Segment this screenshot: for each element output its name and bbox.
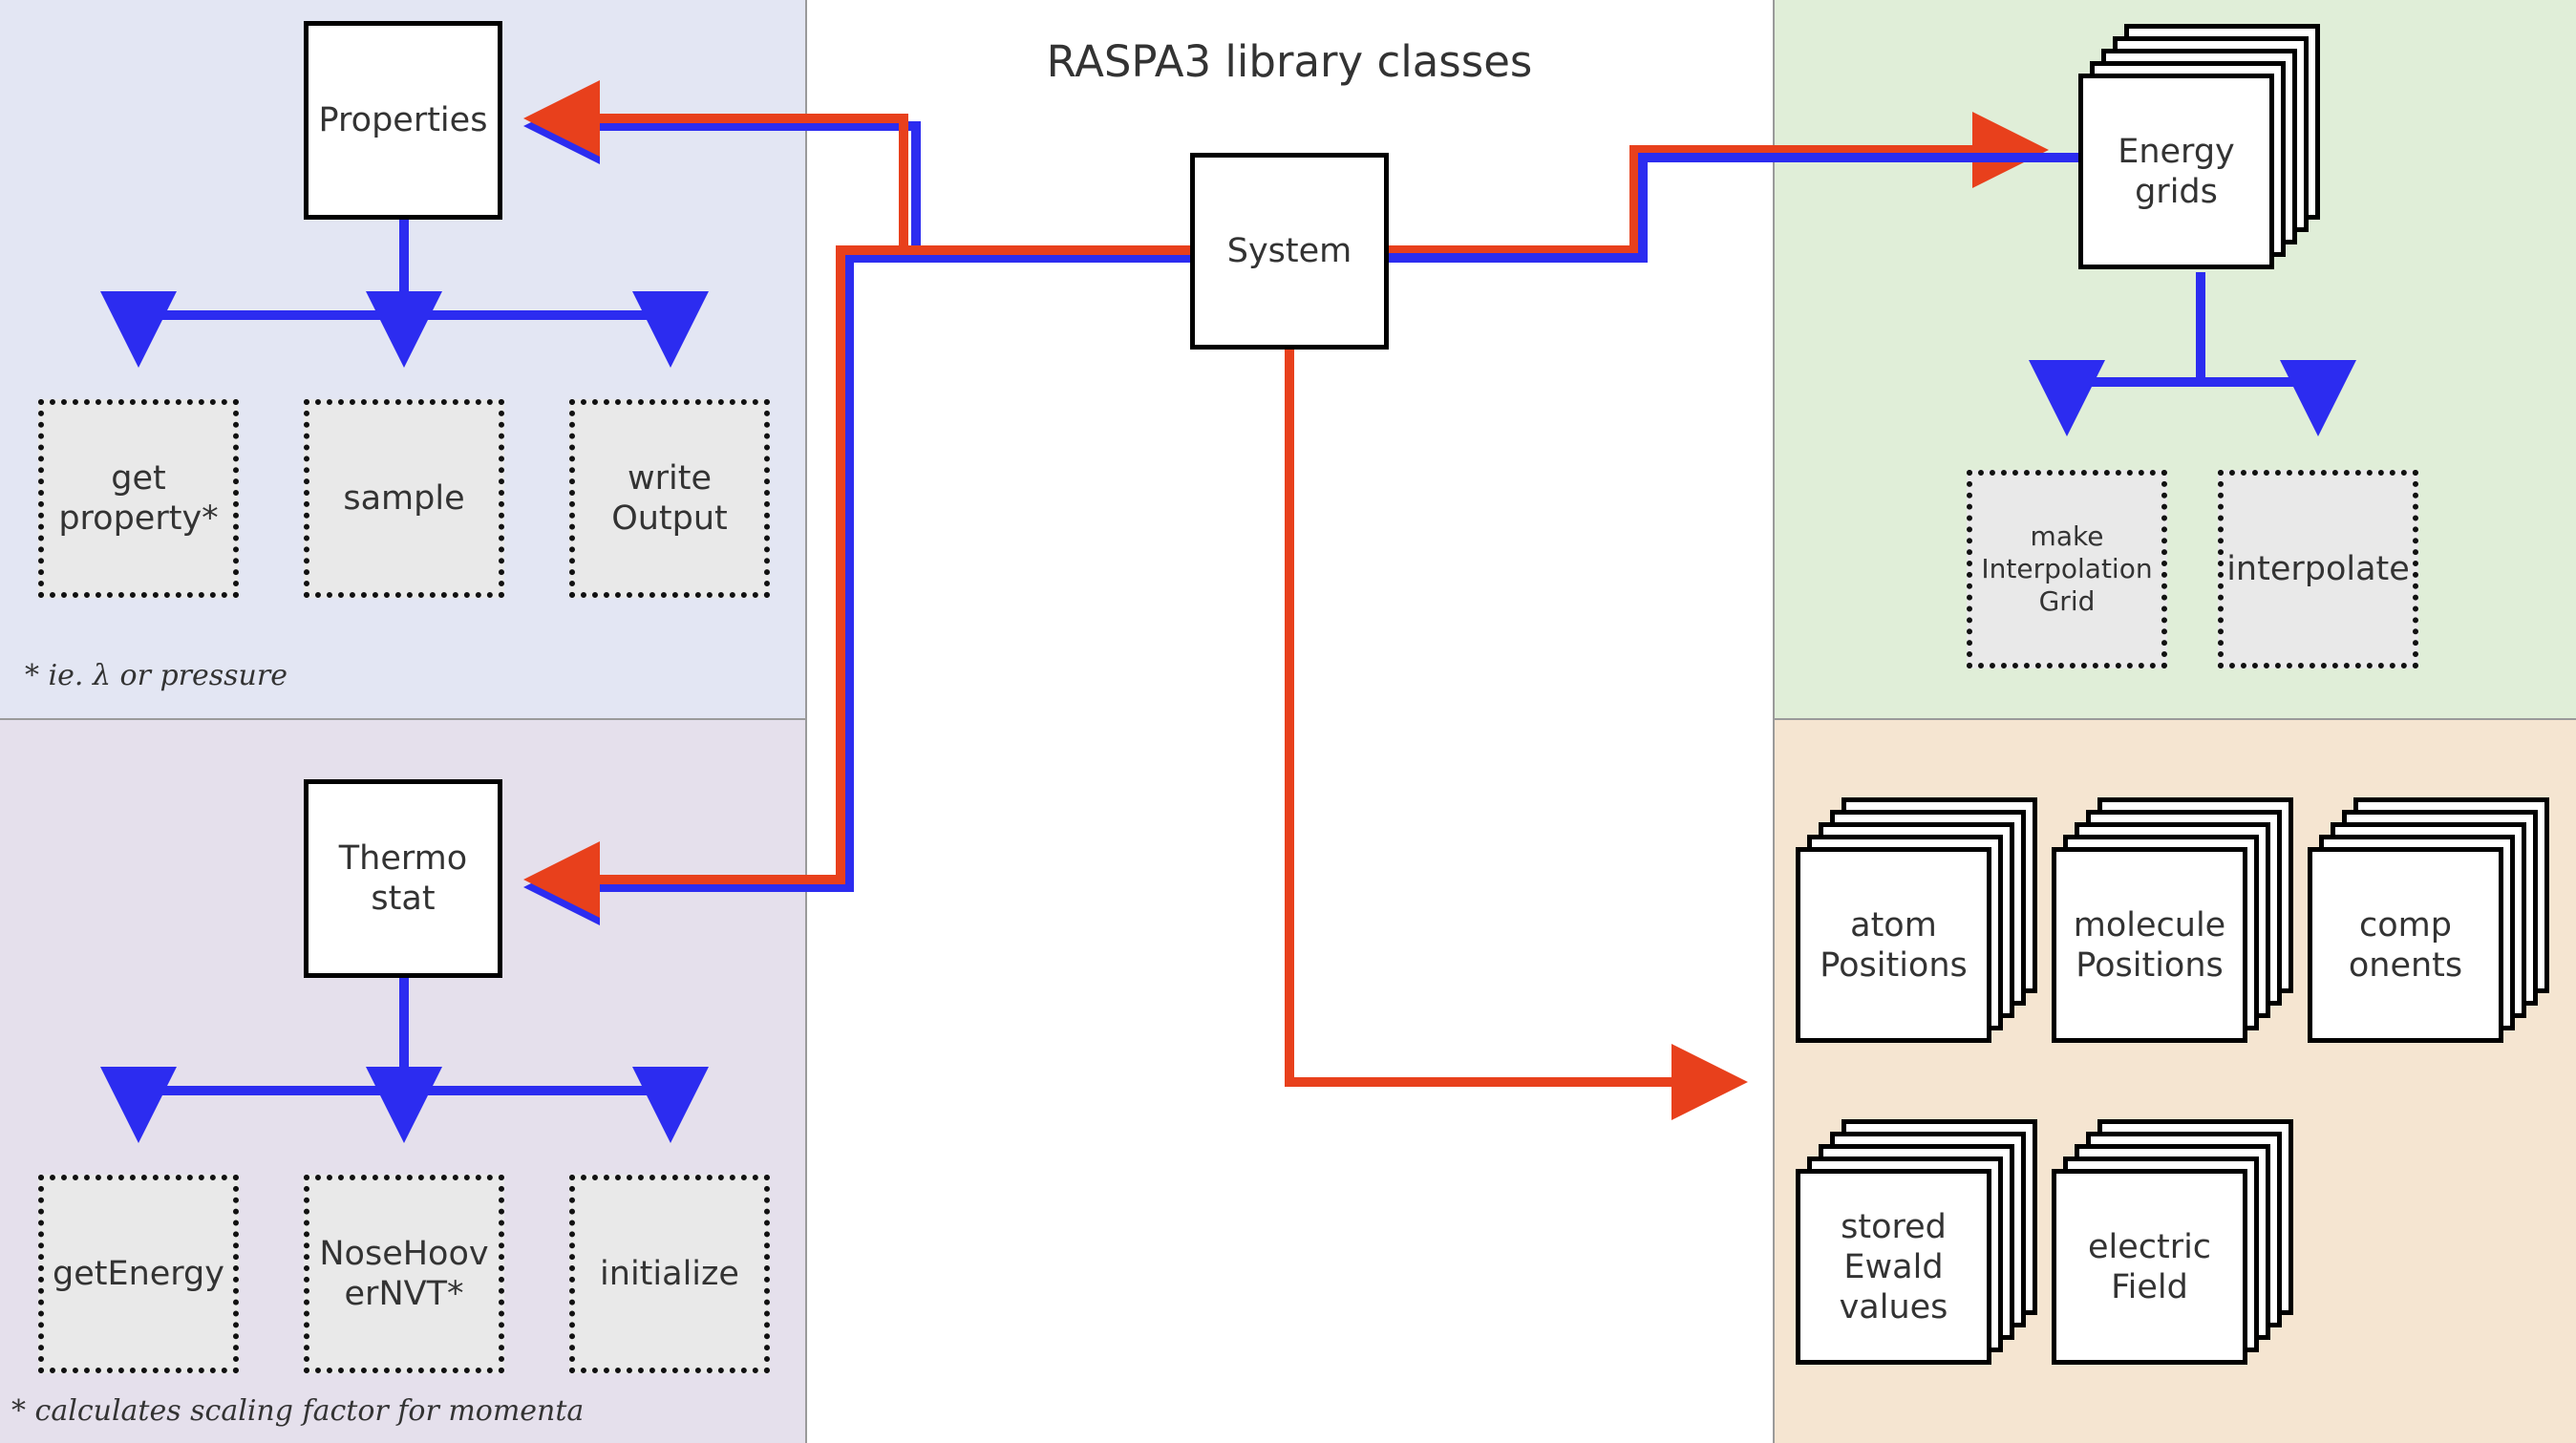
thermostat-label: Thermo stat: [338, 839, 468, 918]
system-to-properties-connector-red: [523, 80, 1194, 258]
initialize-method-label: initialize: [600, 1255, 739, 1293]
make-interpolation-grid-method-box: make Interpolation Grid: [1967, 470, 2167, 668]
system-to-properties-connector-blue: [523, 88, 1194, 258]
energy-grids-box: Energy grids: [2078, 74, 2274, 269]
atom-positions-stack: atom Positions: [1796, 797, 2044, 1046]
get-property-method-label: get property*: [58, 459, 219, 538]
electric-field-stack: electric Field: [2052, 1119, 2300, 1368]
sample-method-label: sample: [343, 479, 465, 518]
system-to-data-connector: [1285, 350, 1748, 1120]
electric-field-box: electric Field: [2052, 1169, 2247, 1365]
write-output-method-box: write Output: [569, 399, 770, 598]
energy-grids-stack: Energy grids: [2078, 24, 2327, 272]
properties-label: Properties: [318, 101, 488, 139]
energy-grids-label: Energy grids: [2118, 132, 2235, 211]
energy-grids-tree-connector: [2067, 272, 2318, 387]
system-to-energy-grids-connector-red: [1389, 112, 2049, 255]
nose-hoover-nvt-method-box: NoseHoov erNVT*: [304, 1175, 504, 1373]
properties-tree-connector: [138, 220, 671, 320]
interpolate-method-label: interpolate: [2226, 550, 2410, 588]
stored-ewald-values-label: stored Ewald values: [1839, 1207, 1948, 1326]
thermostat-box: Thermo stat: [304, 779, 502, 978]
properties-footnote: * ie. λ or pressure: [25, 659, 287, 692]
atom-positions-box: atom Positions: [1796, 847, 1991, 1043]
components-stack: comp onents: [2308, 797, 2556, 1046]
stored-ewald-values-box: stored Ewald values: [1796, 1169, 1991, 1365]
electric-field-label: electric Field: [2087, 1227, 2212, 1306]
thermostat-footnote: * calculates scaling factor for momenta: [11, 1394, 585, 1428]
components-label: comp onents: [2348, 905, 2463, 985]
components-box: comp onents: [2308, 847, 2503, 1043]
system-to-thermostat-connector-blue: [523, 253, 1194, 925]
molecule-positions-label: molecule Positions: [2073, 905, 2226, 985]
system-label: System: [1226, 232, 1352, 270]
system-box: System: [1190, 153, 1389, 350]
molecule-positions-box: molecule Positions: [2052, 847, 2247, 1043]
get-energy-method-box: getEnergy: [38, 1175, 239, 1373]
nose-hoover-nvt-method-label: NoseHoov erNVT*: [319, 1235, 489, 1313]
get-energy-method-label: getEnergy: [52, 1255, 224, 1293]
interpolate-method-box: interpolate: [2218, 470, 2418, 668]
stored-ewald-values-stack: stored Ewald values: [1796, 1119, 2044, 1368]
write-output-method-label: write Output: [611, 459, 728, 538]
make-interpolation-grid-method-label: make Interpolation Grid: [1981, 520, 2153, 617]
properties-box: Properties: [304, 21, 502, 220]
atom-positions-label: atom Positions: [1820, 905, 1968, 985]
sample-method-box: sample: [304, 399, 504, 598]
thermostat-tree-connector: [138, 978, 671, 1095]
molecule-positions-stack: molecule Positions: [2052, 797, 2300, 1046]
get-property-method-box: get property*: [38, 399, 239, 598]
system-to-thermostat-connector-red: [523, 245, 1194, 918]
initialize-method-box: initialize: [569, 1175, 770, 1373]
diagram-title: RASPA3 library classes: [1046, 36, 1533, 87]
system-to-energy-grids-connector-blue: [1389, 153, 2082, 263]
